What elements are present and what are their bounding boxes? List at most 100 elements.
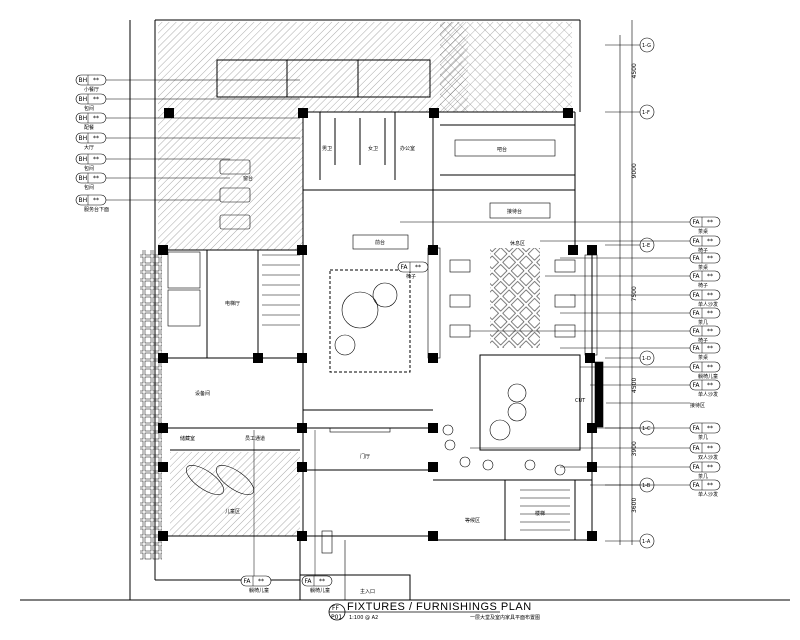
- tag-number: **: [93, 77, 99, 84]
- column: [158, 423, 168, 433]
- partition-left: [427, 247, 441, 359]
- annotation-tag[interactable]: BH**服务台下面: [75, 194, 220, 213]
- tag-number: **: [707, 255, 713, 262]
- column: [563, 108, 573, 118]
- column: [297, 423, 307, 433]
- annotation-tag[interactable]: FA ** 茶桌: [560, 342, 721, 361]
- axis-bubble: [639, 533, 655, 549]
- column: [297, 353, 307, 363]
- annotation-tag[interactable]: FA**茶桌: [560, 252, 721, 271]
- tag-number: **: [707, 328, 713, 335]
- tag-code: BH: [79, 115, 88, 122]
- tag-code: BH: [79, 156, 88, 163]
- room-window: 窗台: [243, 175, 253, 182]
- tag-label: 配餐: [84, 124, 94, 131]
- tag-code: FA: [401, 264, 409, 271]
- tag-label: 包间: [84, 165, 94, 172]
- annotation-tag[interactable]: BH ** 小餐厅: [75, 74, 300, 93]
- axis-label: 1-C: [642, 426, 651, 432]
- tag-number: **: [415, 264, 421, 271]
- annotation-tag[interactable]: FA**茶桌: [400, 216, 721, 235]
- tag-code: FA: [693, 273, 701, 280]
- room-elevator-hall: 电梯厅: [225, 300, 240, 307]
- tag-label: 双人沙发: [698, 454, 718, 461]
- column: [428, 423, 438, 433]
- furniture: [167, 139, 604, 600]
- tag-code: BH: [79, 77, 88, 84]
- right-note: 接待区: [690, 402, 705, 409]
- column: [158, 353, 168, 363]
- annotation-tag[interactable]: BH**大厅: [75, 132, 300, 151]
- annotation-tag[interactable]: FA**单人沙发: [570, 289, 721, 308]
- column: [428, 531, 438, 541]
- column: [297, 462, 307, 472]
- tag-code: BH: [79, 135, 88, 142]
- tag-label: 服务台下面: [84, 206, 109, 213]
- annotation-tag[interactable]: FA**双人沙发: [470, 442, 721, 461]
- annotation-tag[interactable]: FA**茶几: [590, 422, 721, 441]
- tag-code: FA: [305, 578, 313, 585]
- tag-label: 茶桌: [698, 228, 708, 235]
- tag-label: 椅子: [698, 282, 708, 289]
- tag-code: BH: [79, 96, 88, 103]
- tag-number: **: [707, 425, 713, 432]
- tag-number: **: [707, 219, 713, 226]
- annotation-tag[interactable]: FA**躺椅儿童: [240, 575, 272, 594]
- tag-number: **: [258, 578, 264, 585]
- annotation-tag[interactable]: FA**椅子: [397, 261, 429, 280]
- tag-code: FA: [693, 238, 701, 245]
- axis-bubble: [639, 350, 655, 366]
- tag-label: 大厅: [84, 144, 94, 151]
- annotation-tag[interactable]: FA**单人沙发: [590, 379, 721, 398]
- tag-code: FA: [693, 345, 701, 352]
- annotation-tag[interactable]: FA**椅子: [540, 235, 721, 254]
- column: [568, 245, 578, 255]
- drawing-scale: 1:100 @ A2: [349, 615, 378, 621]
- grid-axes: 1-G1-F1-E1-D1-C1-B1-A4500900075004500390…: [605, 20, 655, 549]
- annotation-tag[interactable]: FA**椅子: [470, 325, 721, 344]
- room-staff: 员工通道: [245, 435, 265, 442]
- annotation-tag[interactable]: FA**茶几: [560, 461, 721, 480]
- annotation-tag[interactable]: FA**茶几: [560, 307, 721, 326]
- tag-label: 茶几: [698, 473, 708, 480]
- axis-label: 1-G: [642, 43, 651, 49]
- tag-label: 小餐厅: [84, 86, 99, 93]
- axis-label: 1-A: [642, 539, 651, 545]
- tag-code: BH: [79, 197, 88, 204]
- reception-counter: [489, 202, 551, 219]
- tag-code: FA: [244, 578, 252, 585]
- room-kids: 儿童区: [225, 508, 240, 515]
- column: [253, 353, 263, 363]
- tag-label: 躺椅儿童: [310, 587, 330, 594]
- column: [158, 462, 168, 472]
- title-symbol: FF: [332, 605, 339, 612]
- column: [298, 108, 308, 118]
- annotation-tag[interactable]: FA**躺椅儿童: [301, 575, 333, 594]
- tag-number: **: [707, 382, 713, 389]
- room-front-desk: 前台: [375, 239, 385, 246]
- annotation-tag[interactable]: BH**包间: [75, 93, 300, 112]
- annotation-tag[interactable]: FA**躺椅儿童: [580, 361, 721, 380]
- annotation-tag[interactable]: BH**包间: [75, 153, 230, 172]
- tag-label: 茶桌: [698, 354, 708, 361]
- room-bar: 吧台: [497, 146, 507, 153]
- tag-number: **: [707, 345, 713, 352]
- tag-label: 单人沙发: [698, 301, 718, 308]
- column: [297, 245, 307, 255]
- tag-code: FA: [693, 364, 701, 371]
- tag-number: **: [93, 175, 99, 182]
- tag-code: FA: [693, 482, 701, 489]
- annotation-tag[interactable]: BH**配餐: [75, 112, 300, 131]
- room-labels: 男卫 女卫 办公室 吧台 接待台 前台 电梯厅 休息区 儿童区 储藏室 员工通道…: [180, 145, 586, 595]
- axis-bubble: [639, 237, 655, 253]
- axis-label: 1-F: [642, 110, 650, 116]
- tag-number: **: [707, 273, 713, 280]
- annotation-tag[interactable]: FA**单人沙发: [590, 479, 721, 498]
- tag-label: 茶桌: [698, 264, 708, 271]
- elevator-1: [167, 251, 201, 289]
- annotation-tag[interactable]: BH**包间: [75, 172, 230, 191]
- room-office: 办公室: [400, 145, 415, 152]
- annotation-tag[interactable]: FA ** 椅子: [545, 270, 721, 289]
- column: [428, 245, 438, 255]
